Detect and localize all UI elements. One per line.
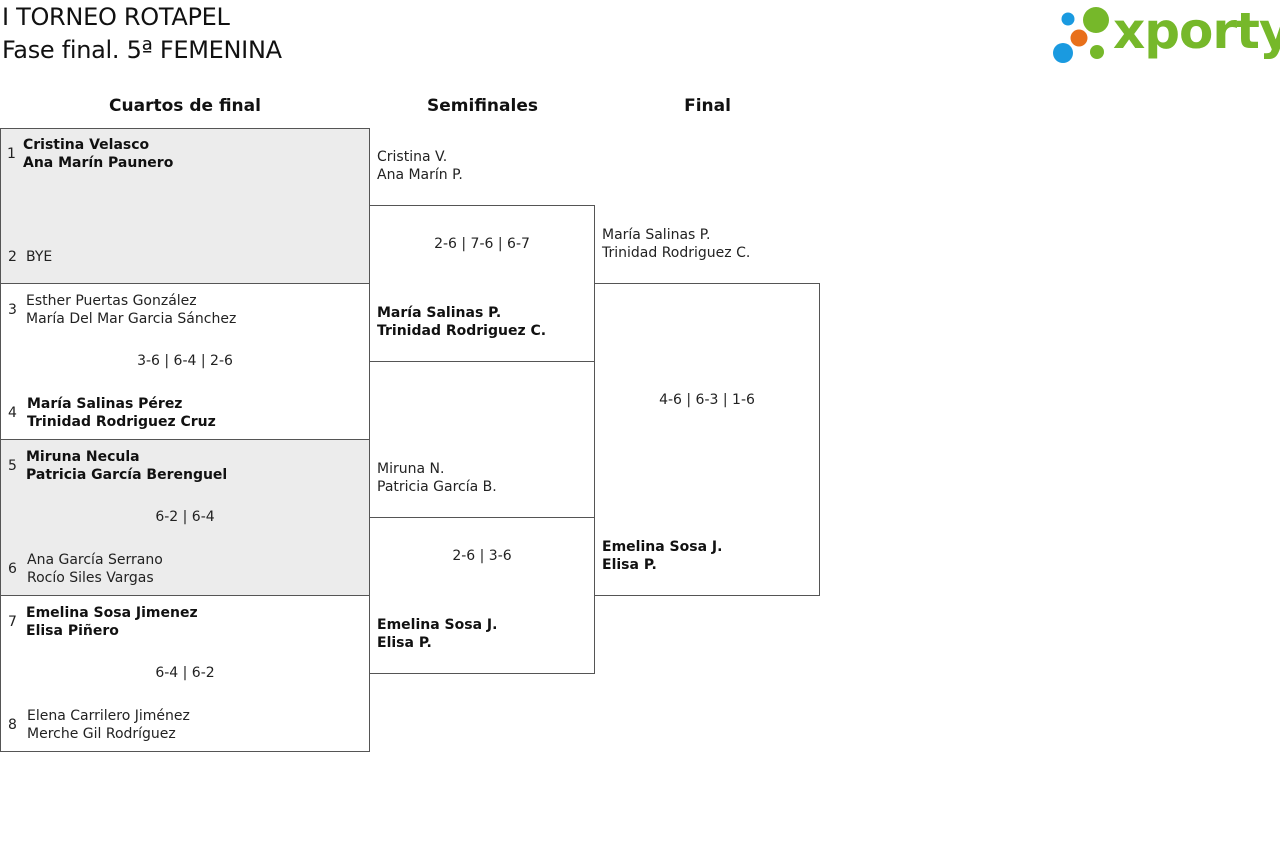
player-name: Emelina Sosa Jimenez [26,605,198,621]
player-name: Esther Puertas González [26,293,197,309]
qf-match-1 [0,128,370,284]
seed-number: 8 [8,717,17,733]
player-name: María Del Mar Garcia Sánchez [26,311,237,327]
seed-number: 3 [8,302,17,318]
seed-number: 5 [8,458,17,474]
player-name: Merche Gil Rodríguez [27,726,176,742]
player-name: María Salinas P. [602,227,711,243]
match-score: 3-6 | 6-4 | 2-6 [137,353,233,369]
player-name: Elisa Piñero [26,623,119,639]
round-header-semifinals: Semifinales [427,96,538,116]
player-name: María Salinas P. [377,305,502,321]
round-header-final: Final [684,96,731,116]
player-name: Elisa P. [602,557,657,573]
player-name: Elena Carrilero Jiménez [27,708,190,724]
player-name: Patricia García Berenguel [26,467,228,483]
player-name: Patricia García B. [377,479,497,495]
player-name: Rocío Siles Vargas [27,570,154,586]
player-name: Ana Marín Paunero [23,155,174,171]
player-name: Cristina V. [377,149,448,165]
player-name: María Salinas Pérez [27,396,183,412]
player-name: BYE [26,249,53,265]
xporty-logo: xporty [1050,2,1280,68]
player-name: Trinidad Rodriguez C. [602,245,751,261]
player-name: Miruna Necula [26,449,140,465]
round-header-quarterfinals: Cuartos de final [109,96,261,116]
player-name: Trinidad Rodriguez Cruz [27,414,216,430]
player-name: Cristina Velasco [23,137,150,153]
player-name: Trinidad Rodriguez C. [377,323,547,339]
tournament-title: I TORNEO ROTAPEL [2,3,230,31]
player-name: Ana García Serrano [27,552,163,568]
seed-number: 4 [8,405,17,421]
match-score: 2-6 | 7-6 | 6-7 [434,236,530,252]
match-score: 2-6 | 3-6 [452,548,512,564]
seed-number: 7 [8,614,17,630]
logo-text: xporty [1113,2,1280,60]
player-name: Elisa P. [377,635,432,651]
tournament-phase: Fase final. 5ª FEMENINA [2,36,282,64]
logo-dots-icon [1053,7,1109,63]
qf-match-3 [0,439,370,596]
player-name: Ana Marín P. [377,167,463,183]
player-name: Miruna N. [377,461,445,477]
final-match [594,283,820,596]
player-name: Emelina Sosa J. [377,617,498,633]
seed-number: 1 [7,146,16,162]
seed-number: 2 [8,249,17,265]
player-name: Emelina Sosa J. [602,539,723,555]
match-score: 4-6 | 6-3 | 1-6 [659,392,755,408]
seed-number: 6 [8,561,17,577]
match-score: 6-4 | 6-2 [155,665,215,681]
match-score: 6-2 | 6-4 [155,509,215,525]
